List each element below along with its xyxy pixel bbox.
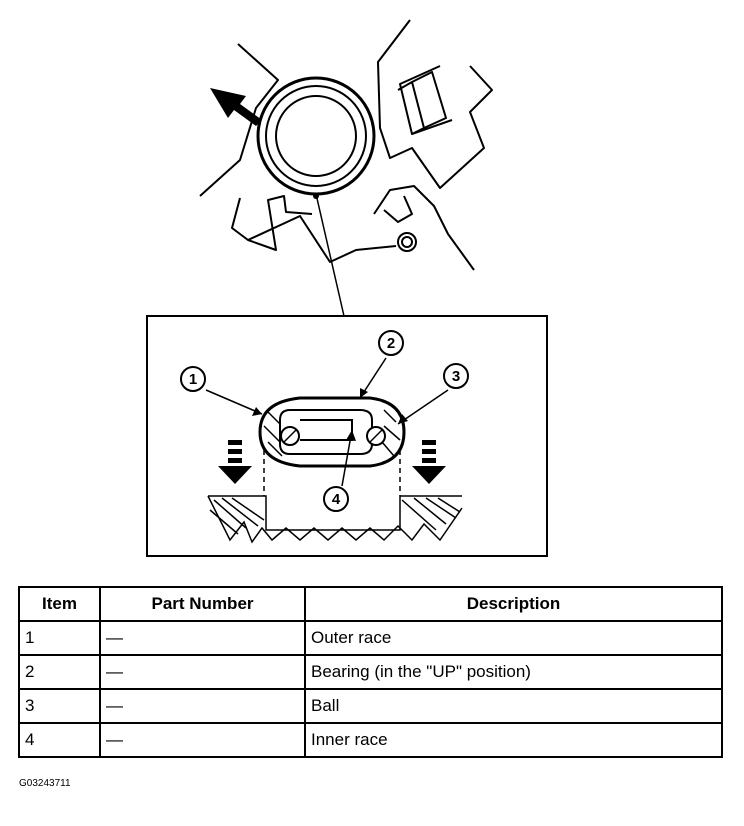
bearing-ring-inner [275, 95, 357, 177]
bolt-inner [401, 236, 413, 248]
callout-1: 1 [180, 366, 206, 392]
svg-text:1: 1 [189, 371, 197, 388]
callout-2: 2 [378, 330, 404, 356]
table-row: 1 — Outer race [18, 620, 723, 656]
housing-bracket [399, 65, 453, 135]
callout-4: 4 [323, 486, 349, 512]
figure-id: G03243711 [19, 778, 71, 789]
housing-bracket-step [411, 71, 447, 129]
bolt-outer [397, 232, 417, 252]
svg-text:4: 4 [332, 491, 341, 508]
outer-race-hatch-right [381, 409, 401, 457]
cell-item: 4 [18, 722, 101, 758]
bearing-cross-section [258, 396, 406, 468]
cell-part-number: — [99, 620, 306, 656]
housing-outline [199, 43, 279, 197]
cell-part-number: — [99, 722, 306, 758]
housing-lower-mid [247, 215, 397, 263]
table-row: 4 — Inner race [18, 722, 723, 758]
parts-table: Item Part Number Description 1 — Outer r… [18, 586, 723, 758]
gear-teeth-hatching [207, 495, 463, 544]
housing-lower-right [373, 185, 475, 271]
bearing-diagram: 1 2 3 4 [146, 19, 548, 557]
header-item: Item [18, 586, 101, 622]
down-arrow-left-icon [218, 440, 252, 484]
svg-text:2: 2 [387, 335, 395, 352]
housing-tab [383, 195, 413, 223]
callout-3-leader [397, 389, 449, 425]
cell-part-number: — [99, 654, 306, 690]
cell-part-number: — [99, 688, 306, 724]
table-header-row: Item Part Number Description [18, 586, 723, 622]
projection-dashes [263, 450, 401, 496]
cell-description: Inner race [304, 722, 723, 758]
cell-item: 3 [18, 688, 101, 724]
housing-bracket-inner [397, 81, 425, 135]
housing-outline-right [377, 19, 493, 189]
cell-description: Ball [304, 688, 723, 724]
cell-item: 2 [18, 654, 101, 690]
header-part-number: Part Number [99, 586, 306, 622]
cell-description: Outer race [304, 620, 723, 656]
bearing-ring-mid [265, 85, 367, 187]
cell-description: Bearing (in the "UP" position) [304, 654, 723, 690]
header-description: Description [304, 586, 723, 622]
detail-leader-line [315, 193, 345, 317]
callout-3: 3 [443, 363, 469, 389]
svg-text:3: 3 [452, 368, 460, 385]
cell-item: 1 [18, 620, 101, 656]
detail-leader-dot [313, 193, 319, 199]
housing-lower-left [231, 195, 313, 251]
down-arrow-right-icon [412, 440, 446, 484]
table-row: 2 — Bearing (in the "UP" position) [18, 654, 723, 690]
table-row: 3 — Ball [18, 688, 723, 724]
location-arrow-icon [210, 88, 262, 126]
callout-1-leader [205, 389, 263, 415]
